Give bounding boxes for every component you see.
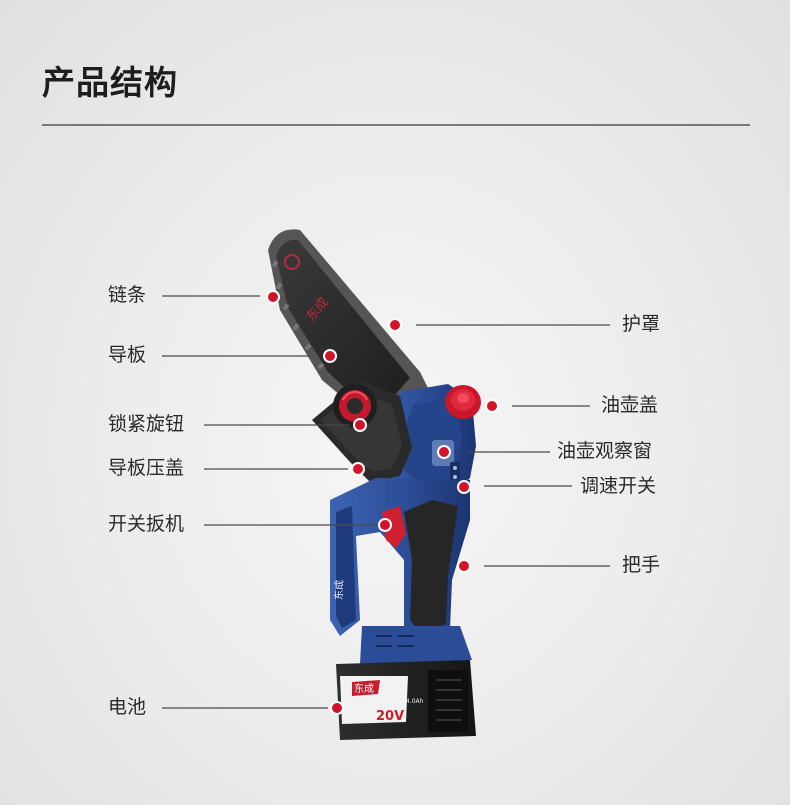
battery-shape: 东成 20V 4.0Ah xyxy=(336,660,476,740)
label-chain: 链条 xyxy=(108,284,147,306)
callout-dot-lock-knob xyxy=(353,418,367,432)
label-guide-bar: 导板 xyxy=(108,344,147,366)
label-oil-window: 油壶观察窗 xyxy=(557,440,653,462)
callout-dot-battery xyxy=(330,701,344,715)
label-trigger: 开关扳机 xyxy=(108,513,185,535)
page-title: 产品结构 xyxy=(42,63,178,102)
callout-dot-handle xyxy=(457,559,471,573)
callout-dots xyxy=(266,290,499,715)
label-speed-switch: 调速开关 xyxy=(580,475,657,497)
label-lock-knob: 锁紧旋钮 xyxy=(108,413,185,435)
label-bar-cover: 导板压盖 xyxy=(108,457,185,479)
callout-dot-oil-cap xyxy=(485,399,499,413)
callout-dot-guard xyxy=(388,318,402,332)
callout-dot-oil-window xyxy=(437,445,451,459)
callout-dot-bar-cover xyxy=(351,462,365,476)
trigger-shape xyxy=(382,506,406,548)
handle-brand-mark: 东成 xyxy=(332,580,346,600)
lock-knob-shape xyxy=(333,384,377,428)
callout-dot-chain xyxy=(266,290,280,304)
handle-shape: 东成 xyxy=(330,478,470,640)
label-guard: 护罩 xyxy=(622,313,661,335)
callout-lines xyxy=(162,295,610,709)
oil-cap-shape xyxy=(445,385,481,419)
label-oil-cap: 油壶盖 xyxy=(601,394,659,416)
guide-bar-shape: 东成 xyxy=(268,229,430,412)
label-battery: 电池 xyxy=(108,696,147,718)
callout-dot-guide-bar xyxy=(323,349,337,363)
label-handle: 把手 xyxy=(622,554,661,576)
title-divider xyxy=(42,124,750,126)
callout-dot-trigger xyxy=(378,518,392,532)
battery-voltage: 20V xyxy=(376,709,404,724)
battery-brand-mark: 东成 xyxy=(354,682,374,695)
battery-capacity: 4.0Ah xyxy=(406,698,424,705)
callout-dot-speed-switch xyxy=(457,480,471,494)
